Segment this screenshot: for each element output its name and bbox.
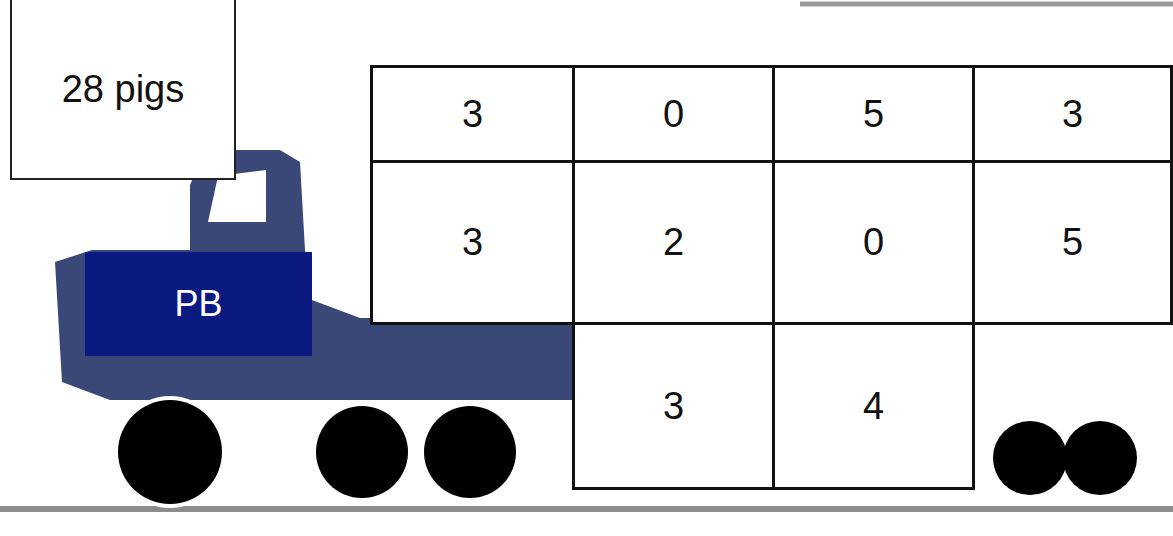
pen-cell: 0	[772, 160, 975, 325]
pig-count: 3	[663, 385, 684, 428]
wheel	[316, 406, 408, 498]
pig-count: 5	[1062, 221, 1083, 264]
pen-cell: 5	[972, 160, 1173, 325]
wheel-arch	[420, 402, 520, 502]
pig-count: 3	[462, 221, 483, 264]
pig-count: 0	[663, 93, 684, 136]
pen-cell: 3	[370, 160, 575, 325]
wheel	[1063, 421, 1137, 495]
wheel	[993, 421, 1067, 495]
wheel-arch	[114, 396, 226, 508]
pig-count: 3	[462, 93, 483, 136]
pen-cell: 3	[972, 65, 1173, 163]
cab-label: PB	[85, 252, 312, 356]
pen-cell: 2	[572, 160, 775, 325]
pen-cell: 3	[572, 322, 775, 490]
top-rule	[800, 2, 1173, 7]
pen-cell: 0	[572, 65, 775, 163]
note-box: 28 pigs	[10, 0, 236, 180]
wheel	[424, 406, 516, 498]
pen-cell: 4	[772, 322, 975, 490]
cab-text: PB	[174, 283, 222, 325]
pig-count: 2	[663, 221, 684, 264]
pen-cell: 3	[370, 65, 575, 163]
count-note: 28 pigs	[62, 68, 185, 111]
pen-cell: 5	[772, 65, 975, 163]
wheel	[118, 400, 222, 504]
pig-count: 3	[1062, 93, 1083, 136]
wheel-arch	[312, 402, 412, 502]
truck-cab	[55, 150, 575, 400]
pig-count: 0	[863, 221, 884, 264]
pig-count: 4	[863, 385, 884, 428]
pig-count: 5	[863, 93, 884, 136]
